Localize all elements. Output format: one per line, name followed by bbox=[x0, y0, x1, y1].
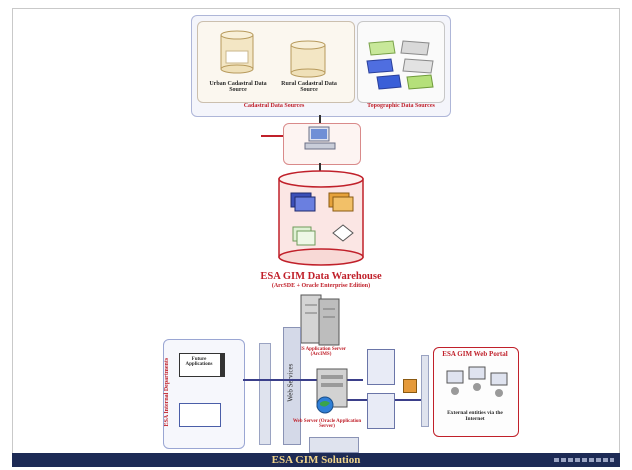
web-portal-title: ESA GIM Web Portal bbox=[442, 350, 508, 358]
topographic-sources-caption: Topographic Data Sources bbox=[367, 103, 435, 109]
future-apps-label: Future Applications bbox=[185, 357, 213, 368]
gis-web-portal-box bbox=[367, 349, 395, 385]
web-services-bar bbox=[283, 327, 301, 445]
app-server-label: GIS Application Server (ArcIMS) bbox=[295, 347, 346, 358]
web-server-label: Web Server (Oracle Application Server) bbox=[292, 419, 362, 430]
rural-database-icon bbox=[285, 39, 331, 79]
web-server-icon bbox=[311, 365, 357, 417]
web-portal-panel bbox=[433, 347, 519, 437]
dmz-bar bbox=[421, 355, 429, 427]
footer-dots bbox=[554, 458, 614, 462]
future-apps-box bbox=[179, 353, 221, 377]
warehouse-subtitle: (ArcSDE + Oracle Enterprise Edition) bbox=[271, 283, 371, 289]
urban-source-label: Urban Cadastral Data Source bbox=[209, 81, 267, 94]
workstation-icon bbox=[303, 125, 337, 153]
side-arrow-left bbox=[261, 135, 283, 137]
data-warehouse-cylinder bbox=[275, 169, 367, 269]
connector-workstation-to-warehouse bbox=[319, 163, 321, 173]
internal-departments-label: ESA Internal Departments bbox=[163, 357, 170, 427]
footer-bar: ESA GIM Solution bbox=[12, 453, 620, 467]
external-entities-label: External entities via the Internet bbox=[447, 410, 503, 422]
connector-sources-to-workstation bbox=[319, 115, 321, 123]
urban-database-icon bbox=[213, 29, 261, 77]
connector-internal-to-web bbox=[243, 379, 363, 381]
slide-frame: Urban Cadastral Data Source Rural Cadast… bbox=[12, 8, 620, 456]
external-users-icon bbox=[441, 365, 511, 403]
footer-title: ESA GIM Solution bbox=[271, 454, 361, 466]
cadastral-web-service-box bbox=[367, 393, 395, 429]
internal-app-box bbox=[179, 403, 221, 427]
monitoring-app-box bbox=[309, 437, 359, 453]
gis-server-icon bbox=[297, 293, 345, 347]
web-services-label: Web Services bbox=[286, 363, 295, 402]
topographic-maps-icon bbox=[363, 39, 439, 93]
firewall-icon bbox=[403, 379, 417, 393]
warehouse-title: ESA GIM Data Warehouse bbox=[260, 271, 382, 282]
rural-source-label: Rural Cadastral Data Source bbox=[281, 81, 337, 94]
internal-network-bar bbox=[259, 343, 271, 445]
cadastral-sources-caption: Cadastral Data Sources bbox=[243, 103, 305, 109]
